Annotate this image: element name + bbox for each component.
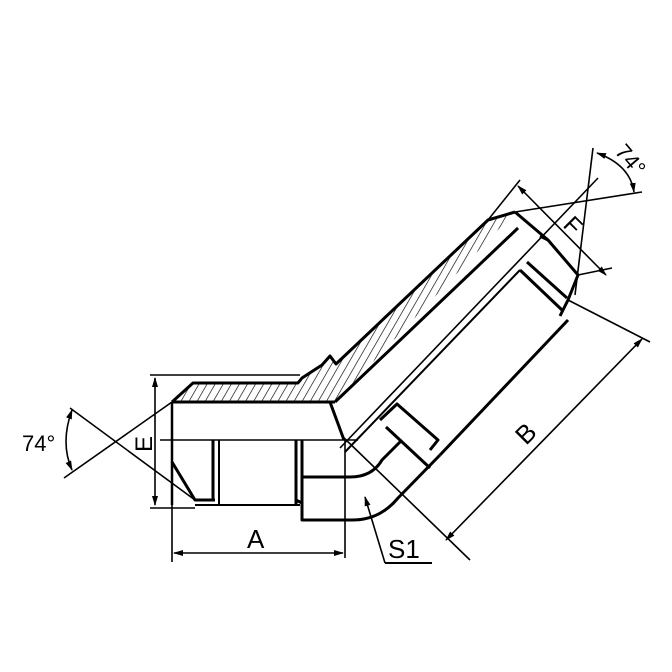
dim-f: [487, 179, 613, 276]
left-angle-label: 74°: [22, 431, 55, 456]
dim-a-label: A: [247, 524, 265, 554]
thread-hatch: [172, 212, 515, 402]
fitting-body: [170, 210, 580, 522]
dim-b: [445, 299, 651, 541]
right-cone-angle: [514, 147, 643, 296]
left-cone-angle: [63, 401, 196, 501]
dim-e-label: E: [131, 436, 158, 452]
s1-leader: [364, 496, 432, 564]
dim-s1-label: S1: [388, 534, 420, 564]
dim-a: [171, 505, 344, 562]
right-angle-label: 74°: [610, 139, 651, 181]
center-lines: [160, 177, 599, 561]
